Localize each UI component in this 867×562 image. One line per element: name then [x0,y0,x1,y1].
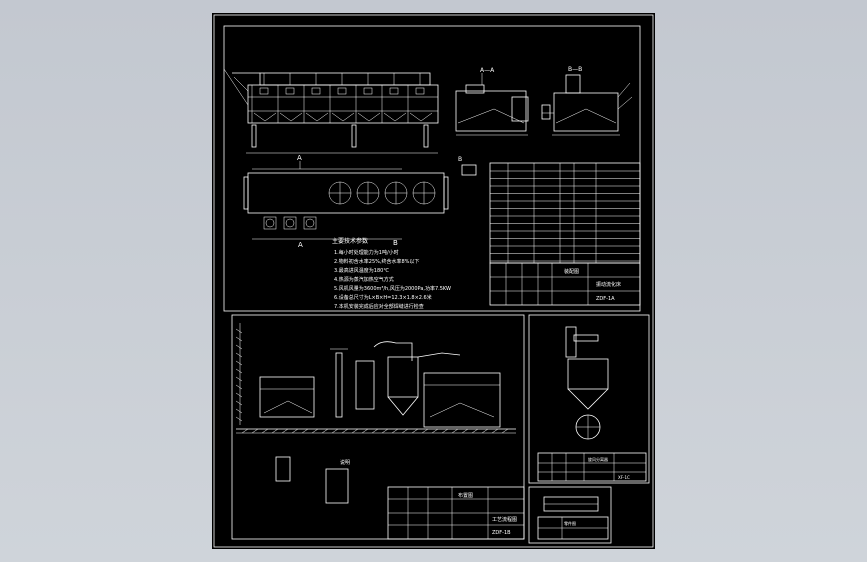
main-drawing-name: 振动流化床 [596,281,621,288]
main-material-label: 装配图 [564,268,579,275]
sheet-border [213,14,654,548]
tech-line: 2.物料初含水率25%,终含水率8%以下 [334,258,419,265]
cyclone-drawing-frame [528,314,650,484]
layout-title-block: 布置图 工艺流程图 ZDF-1B [387,486,525,540]
view-mark-b: B [458,156,462,163]
main-title-block: 装配图 振动流化床 ZDF-1A [489,262,641,306]
tech-line: 5.风机风量为3600m³/h,风压为2000Pa,功率7.5KW [334,285,451,292]
small-drawing-frame [528,486,612,544]
small-drawing-title: 零件图 [564,520,576,526]
layout-drawing-number: ZDF-1B [492,530,511,536]
tech-line: 4.热源为蒸汽加热空气方式 [334,276,394,283]
tech-line: 1.每小时处理能力为1吨/小时 [334,249,399,256]
section-a-view: A—A [455,67,529,136]
tech-requirements: 主要技术参数 1.每小时处理能力为1吨/小时 2.物料初含水率25%,终含水率8… [332,237,451,310]
layout-drawing-frame [231,314,525,540]
cyclone-view [565,326,609,440]
cyclone-drawing-number: XF-1C [618,475,630,480]
main-drawing-number: ZDF-1A [596,296,615,302]
layout-drawing-name: 工艺流程图 [492,516,517,523]
view-mark-b2: B [393,239,398,247]
layout-note-label: 说明 [340,459,350,466]
cyclone-drawing-name: 旋风分离器 [588,456,608,462]
dryer-plan-view: A A B B [243,154,477,249]
tech-requirements-title: 主要技术参数 [332,237,368,245]
section-a-label: A—A [480,67,495,74]
section-b-label: B—B [568,66,582,73]
layout-material-label: 布置图 [458,492,473,499]
cut-mark-a: A [298,241,303,249]
tech-line: 3.最高进风温度为180℃ [334,267,389,274]
parts-list-table [489,162,641,264]
drawing-sheet: A—A B—B A [212,13,655,549]
cad-drawing: A—A B—B A [213,14,654,548]
small-part-view: 零件图 [537,496,609,540]
process-layout: 说明 [235,323,516,504]
section-b-view: B—B [541,66,633,136]
tech-line: 7.本机安装完成后应对全部焊缝进行检查 [334,303,424,310]
view-mark-a: A [297,154,302,162]
dryer-front-elevation [223,68,439,154]
cyclone-title-block: 旋风分离器 XF-1C [537,452,647,482]
tech-line: 6.设备总尺寸为L×B×H=12.3×1.8×2.6米 [334,294,432,301]
